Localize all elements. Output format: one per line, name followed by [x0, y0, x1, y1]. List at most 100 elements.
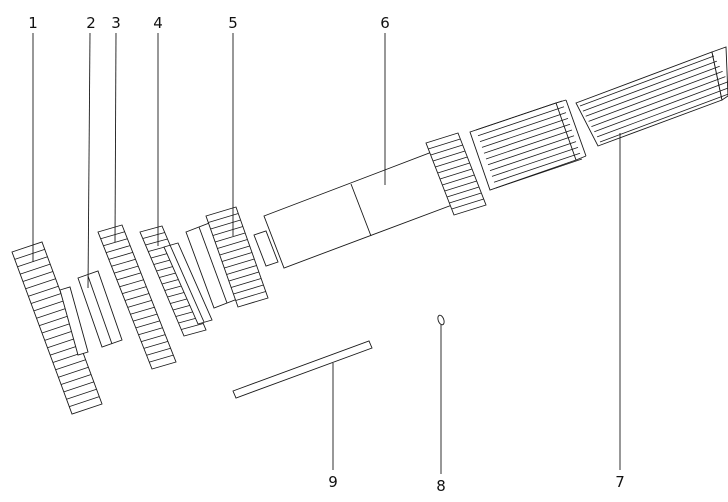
- gear-tooth: [108, 252, 133, 260]
- label-part-4: 4: [153, 14, 163, 32]
- gear-tooth: [138, 327, 163, 336]
- spline-groove: [582, 60, 718, 112]
- label-part-3: 3: [111, 14, 121, 32]
- gear-tooth: [17, 256, 48, 268]
- part-2-spacer-ring: [77, 270, 123, 348]
- part-9-key: [232, 340, 373, 399]
- spline-groove: [489, 141, 577, 171]
- gear-tooth: [30, 293, 62, 304]
- gear-tooth: [235, 291, 266, 301]
- gear-tooth: [181, 323, 204, 330]
- gear-tooth: [226, 265, 257, 275]
- gear-tooth: [58, 366, 89, 378]
- gear-tooth: [214, 232, 246, 243]
- spline-groove: [483, 123, 571, 154]
- part-6-main-shaft: [253, 99, 587, 269]
- leader-2: [87, 32, 91, 289]
- spline-groove: [495, 158, 583, 189]
- part-8-pin: [437, 314, 445, 326]
- spline-groove: [493, 152, 581, 183]
- gear-tooth: [66, 388, 97, 400]
- part-number-labels: 1 2 3 4 5 6 7 8 9: [28, 14, 625, 495]
- gear-tooth: [60, 374, 92, 385]
- gear-tooth: [212, 226, 244, 236]
- label-part-1: 1: [28, 14, 38, 32]
- gear-tooth: [47, 337, 78, 349]
- gear-tooth: [36, 307, 67, 319]
- spline-groove: [588, 71, 723, 122]
- spline-groove: [596, 87, 728, 138]
- gear-tooth: [228, 271, 260, 282]
- gear-tooth: [100, 231, 125, 240]
- gear-tooth: [451, 198, 484, 210]
- label-part-6: 6: [380, 14, 390, 32]
- gear-tooth: [141, 334, 166, 342]
- gear-tooth: [219, 245, 250, 256]
- gear-tooth: [33, 300, 64, 312]
- part-1-large-gear: [11, 241, 103, 415]
- gear-tooth: [50, 344, 81, 356]
- gear-tooth: [224, 258, 255, 269]
- gear-tooth: [122, 286, 147, 294]
- spline-groove: [475, 100, 563, 131]
- part-3-gear: [97, 224, 177, 370]
- spline-groove: [591, 76, 726, 127]
- gear-tooth: [28, 285, 59, 297]
- spline-groove: [594, 81, 728, 133]
- gear-tooth: [149, 354, 174, 363]
- label-part-7: 7: [615, 473, 625, 491]
- gear-tooth: [103, 238, 128, 247]
- spline-groove: [477, 106, 565, 137]
- spline-groove: [491, 147, 579, 177]
- spline-groove: [485, 129, 573, 160]
- gear-tooth: [55, 359, 86, 371]
- gear-tooth: [114, 265, 139, 274]
- gear-tooth: [119, 279, 144, 288]
- leader-3: [114, 32, 117, 243]
- gear-tooth: [142, 232, 165, 239]
- part-5-gear-with-hub: [185, 206, 269, 309]
- gear-tooth: [69, 396, 100, 407]
- spline-groove: [481, 118, 569, 148]
- gear-tooth: [111, 258, 136, 267]
- gear-tooth: [444, 180, 477, 192]
- gear-tooth: [20, 263, 51, 275]
- part-4-gear-with-hub: [139, 225, 213, 337]
- gear-tooth: [449, 192, 482, 204]
- label-part-9: 9: [328, 473, 338, 491]
- gear-tooth: [146, 347, 171, 356]
- part-7-splined-sleeve: [575, 46, 728, 147]
- label-part-5: 5: [228, 14, 238, 32]
- label-part-8: 8: [436, 477, 446, 495]
- gear-tooth: [430, 144, 463, 156]
- gear-tooth: [135, 320, 160, 329]
- gear-tooth: [442, 174, 475, 186]
- gear-tooth: [130, 306, 155, 315]
- spline-groove: [599, 93, 728, 143]
- gear-tooth: [233, 284, 264, 295]
- spline-groove: [487, 135, 575, 166]
- gear-tooth: [446, 186, 480, 198]
- gear-tooth: [230, 278, 262, 288]
- gear-tooth: [221, 252, 253, 262]
- gear-tooth: [435, 156, 468, 168]
- gear-tooth: [41, 322, 73, 334]
- gear-tooth: [39, 315, 70, 326]
- gear-tooth: [143, 341, 169, 349]
- gear-tooth: [437, 162, 470, 174]
- gear-tooth: [145, 238, 168, 246]
- gear-tooth: [44, 330, 75, 341]
- gear-tooth: [105, 245, 131, 253]
- gear-tooth: [14, 249, 45, 260]
- gear-tooth: [439, 168, 473, 180]
- gear-tooth: [124, 293, 150, 301]
- leader-lines: [32, 32, 621, 474]
- gear-tooth: [25, 278, 56, 290]
- gear-tooth: [63, 381, 94, 393]
- spline-groove: [585, 65, 720, 117]
- spline-groove: [479, 112, 567, 142]
- label-part-2: 2: [86, 14, 96, 32]
- gear-tooth: [22, 271, 54, 282]
- gear-tooth: [127, 300, 152, 308]
